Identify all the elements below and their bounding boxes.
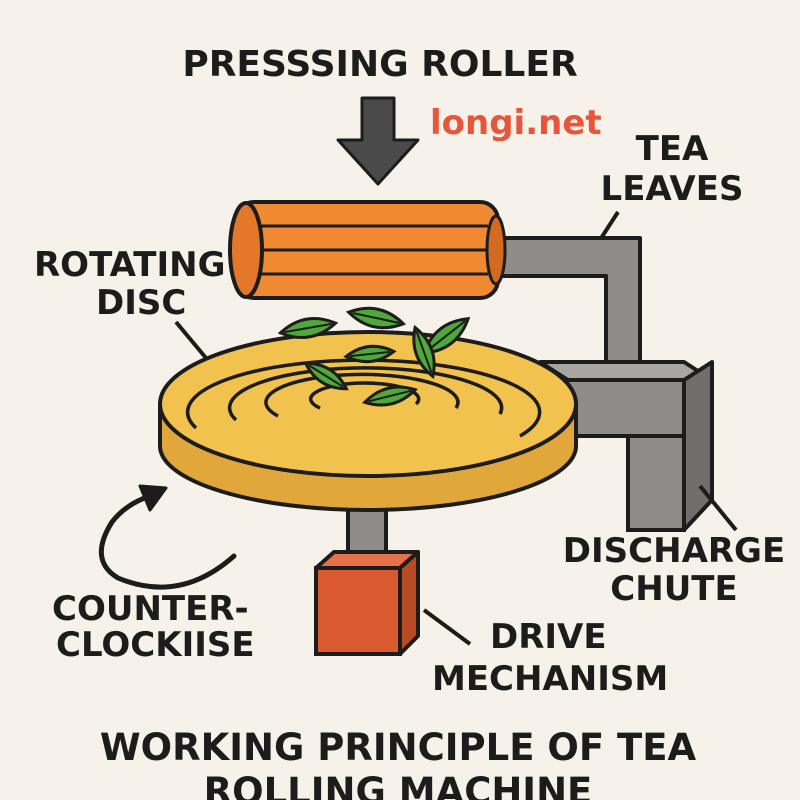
pressing-roller — [228, 200, 507, 300]
tea-leaves — [277, 306, 471, 407]
down-arrow-icon — [336, 96, 420, 186]
leaf — [345, 306, 407, 330]
leaf — [303, 361, 349, 391]
drive-mechanism-leader-line — [422, 608, 472, 646]
label-discharge-chute-line2: CHUTE — [610, 569, 737, 609]
title-line2: ROLLING MACHINE — [204, 770, 593, 800]
watermark-text: longi.net — [430, 103, 602, 143]
label-tea-leaves-line1: TEA — [636, 129, 709, 169]
drive-mechanism-box — [314, 550, 420, 656]
label-counter-clockwise-line2: CLOCKIISE — [56, 625, 255, 665]
leaf — [361, 385, 419, 407]
label-rotating-disc-line2: DISC — [96, 283, 186, 323]
leaf — [343, 344, 397, 364]
leaf — [277, 316, 339, 340]
discharge-chute-leader-line — [698, 484, 738, 532]
label-rotating-disc-line1: ROTATING — [34, 245, 226, 285]
rotating-disc-leader-line — [174, 320, 208, 360]
label-discharge-chute-line1: DISCHARGE — [563, 531, 785, 571]
counter-clockwise-arrow-icon — [98, 484, 237, 590]
leaf — [412, 324, 436, 380]
label-tea-leaves-line2: LEAVES — [601, 169, 744, 209]
label-drive-mechanism-line2: MECHANISM — [432, 659, 668, 699]
title-line1: WORKING PRINCIPLE OF TEA — [100, 726, 697, 769]
label-drive-mechanism-line1: DRIVE — [490, 617, 607, 657]
leaf — [421, 317, 471, 355]
rotating-disc — [158, 330, 578, 512]
label-pressing-roller: PRESSSING ROLLER — [182, 44, 577, 85]
label-counter-clockwise-line1: COUNTER- — [52, 589, 249, 629]
